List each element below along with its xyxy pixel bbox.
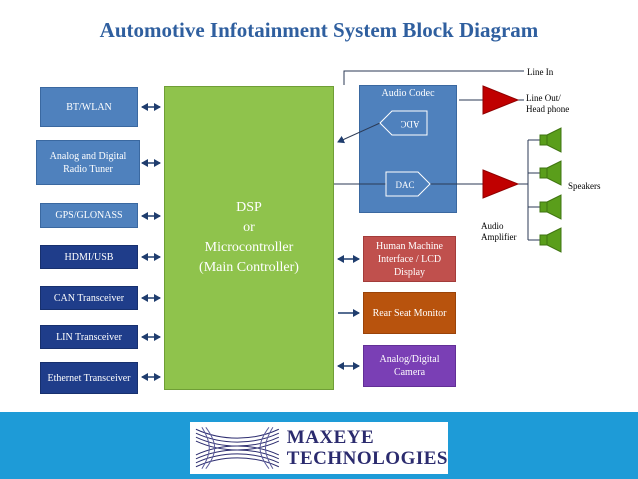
main-controller-line4: (Main Controller)	[199, 260, 299, 275]
connection-diagram: ADC DAC	[141, 70, 562, 381]
main-controller-line1: DSP	[236, 200, 262, 215]
camera-label: Analog/Digital Camera	[379, 354, 440, 378]
lin-block: LIN Transceiver	[40, 325, 138, 349]
bt-wlan-label: BT/WLAN	[66, 101, 112, 113]
amp-to-speakers-wire	[518, 139, 540, 241]
audio-codec-title: Audio Codec	[381, 88, 435, 99]
line-in-label: Line In	[527, 67, 554, 77]
gps-block: GPS/GLONASS	[40, 203, 138, 228]
dac-label: DAC	[395, 180, 414, 190]
gps-label: GPS/GLONASS	[55, 210, 123, 221]
main-controller-line2: or	[243, 220, 255, 235]
logo-line2: TECHNOLOGIES	[286, 448, 448, 469]
speaker-amplifier-icon	[482, 169, 520, 199]
hmi-display-block: Human Machine Interface / LCD Display	[363, 236, 456, 282]
maxeye-logo: MAXEYE TECHNOLOGIES	[190, 422, 448, 474]
amplifier-label: Audio Amplifier	[481, 221, 517, 242]
can-label: CAN Transceiver	[53, 292, 125, 304]
camera-block: Analog/Digital Camera	[363, 345, 456, 387]
speakers-label: Speakers	[568, 181, 601, 191]
adc-label: ADC	[400, 119, 419, 129]
line-out-label: Line Out/ Head phone	[526, 93, 570, 114]
speaker-icon	[539, 127, 562, 253]
logo-line1: MAXEYE	[286, 427, 375, 448]
bt-wlan-block: BT/WLAN	[40, 87, 138, 127]
hmi-display-label: Human Machine Interface / LCD Display	[376, 240, 443, 278]
can-block: CAN Transceiver	[40, 286, 138, 310]
rear-seat-monitor-block: Rear Seat Monitor	[363, 292, 456, 334]
adc-to-main-wire	[337, 122, 381, 144]
ethernet-label: Ethernet Transceiver	[47, 372, 131, 384]
headphone-amplifier-icon	[482, 85, 520, 115]
rear-seat-monitor-label: Rear Seat Monitor	[372, 307, 447, 319]
diagram-title: Automotive Infotainment System Block Dia…	[99, 18, 539, 42]
radio-tuner-label: Analog and Digital Radio Tuner	[49, 150, 127, 175]
hdmi-usb-block: HDMI/USB	[40, 245, 138, 269]
lin-label: LIN Transceiver	[56, 331, 122, 343]
main-controller-block: DSP or Microcontroller (Main Controller)	[164, 86, 334, 390]
ethernet-block: Ethernet Transceiver	[40, 362, 138, 394]
adc-converter: ADC	[379, 110, 428, 136]
line-in-wire	[343, 70, 524, 85]
hdmi-usb-label: HDMI/USB	[64, 251, 114, 263]
maxeye-logo-mark	[195, 426, 280, 470]
radio-tuner-block: Analog and Digital Radio Tuner	[36, 140, 140, 185]
dac-converter: DAC	[385, 171, 431, 197]
main-controller-line3: Microcontroller	[204, 240, 294, 255]
